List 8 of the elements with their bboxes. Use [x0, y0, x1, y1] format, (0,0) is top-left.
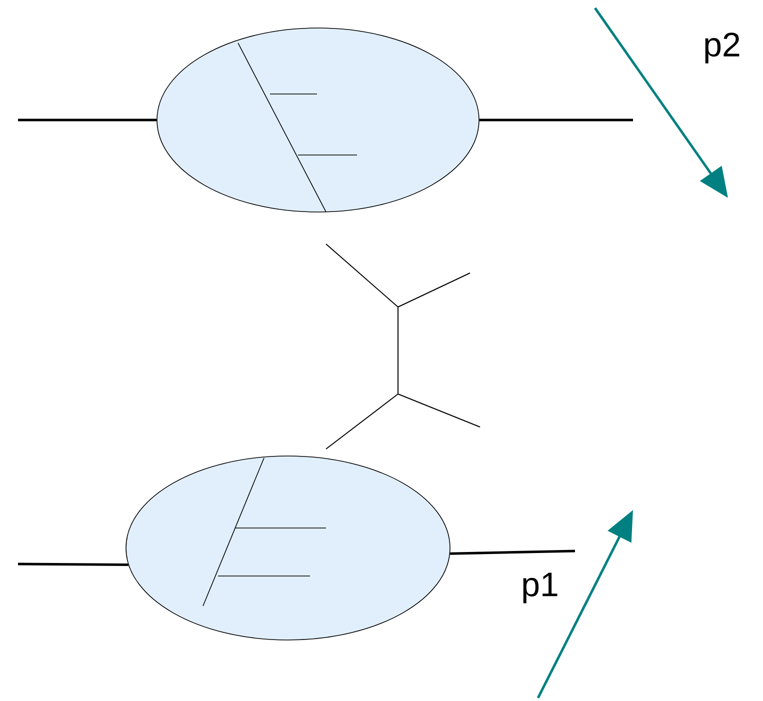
external-line [18, 118, 157, 122]
external-line [450, 550, 576, 555]
blob-drawing [126, 456, 450, 640]
momentum-label: p2 [705, 32, 740, 64]
momentum-label: p1 [523, 572, 558, 604]
external-line [18, 562, 128, 566]
external-line [479, 118, 633, 122]
blob-drawing [156, 28, 480, 212]
